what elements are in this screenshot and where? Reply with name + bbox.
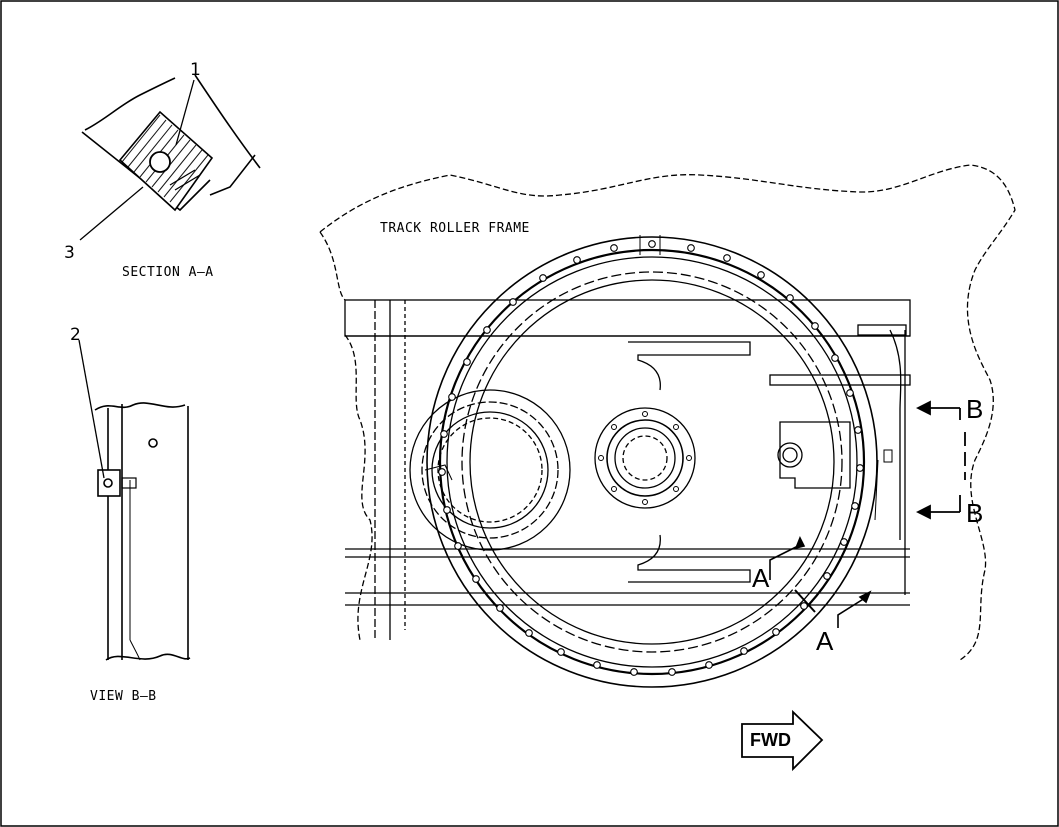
callout-1: 1 (190, 60, 201, 80)
view-bb-cut-arrows (915, 400, 966, 520)
section-letter-a-upper: A (752, 563, 770, 593)
section-letter-a-lower: A (816, 626, 834, 656)
track-roller-frame-label: TRACK ROLLER FRAME (380, 221, 530, 236)
view-bb-caption: VIEW B–B (90, 689, 157, 704)
view-letter-b-lower: B (966, 498, 984, 528)
view-letter-b-upper: B (966, 394, 984, 424)
main-view (319, 164, 1016, 688)
leader-line-1 (175, 79, 195, 146)
bolt-holes (438, 240, 864, 676)
callout-3: 3 (64, 243, 75, 263)
section-aa-cut-arrows (769, 536, 872, 628)
leader-line-2 (78, 339, 105, 479)
view-bb-detail (78, 339, 191, 661)
section-aa-caption: SECTION A–A (122, 265, 214, 280)
section-aa-detail (79, 74, 261, 241)
leader-line-3 (79, 186, 144, 241)
callout-2: 2 (70, 325, 81, 345)
forward-label: FWD (750, 730, 791, 750)
forward-arrow (741, 709, 824, 772)
